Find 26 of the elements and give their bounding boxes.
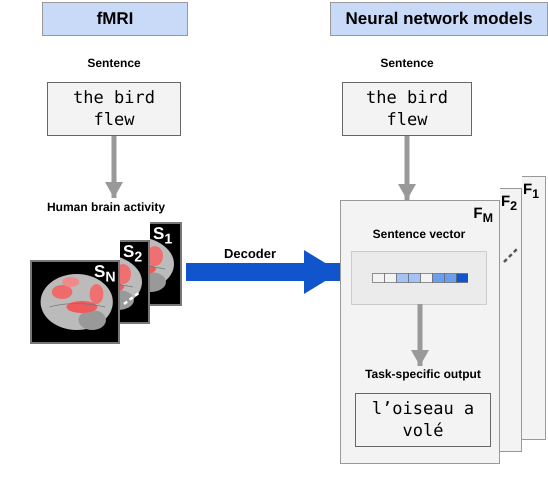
frame-label: S$_{N}$ bbox=[94, 262, 116, 286]
heading: Sentence vector bbox=[372, 227, 466, 241]
arrow bbox=[105, 136, 123, 198]
frame-label: S$_{1}$ bbox=[153, 224, 172, 248]
arrow bbox=[411, 304, 429, 366]
text-box: l’oiseau a volé bbox=[355, 393, 491, 447]
frame-label: S$_{2}$ bbox=[123, 242, 142, 266]
header-band: Neural network models bbox=[330, 2, 548, 36]
text-box: the bird flew bbox=[342, 82, 472, 136]
heading: Sentence bbox=[86, 56, 142, 70]
model-label: F$_{M}$ bbox=[473, 205, 493, 225]
model-card bbox=[500, 188, 522, 452]
heading: Sentence bbox=[379, 56, 435, 70]
model-label: F$_{2}$ bbox=[501, 193, 518, 213]
heading: Human brain activity bbox=[46, 200, 166, 214]
model-label: F$_{1}$ bbox=[523, 181, 540, 201]
header-band: fMRI bbox=[42, 2, 188, 36]
edge-label: Decoder bbox=[222, 246, 278, 261]
model-card bbox=[340, 200, 500, 464]
arrow bbox=[398, 136, 416, 200]
model-card bbox=[522, 176, 546, 440]
text-box: the bird flew bbox=[47, 82, 181, 136]
picture bbox=[150, 222, 182, 306]
heading: Task-specific output bbox=[364, 367, 482, 381]
picture bbox=[120, 240, 150, 324]
picture bbox=[30, 260, 120, 344]
